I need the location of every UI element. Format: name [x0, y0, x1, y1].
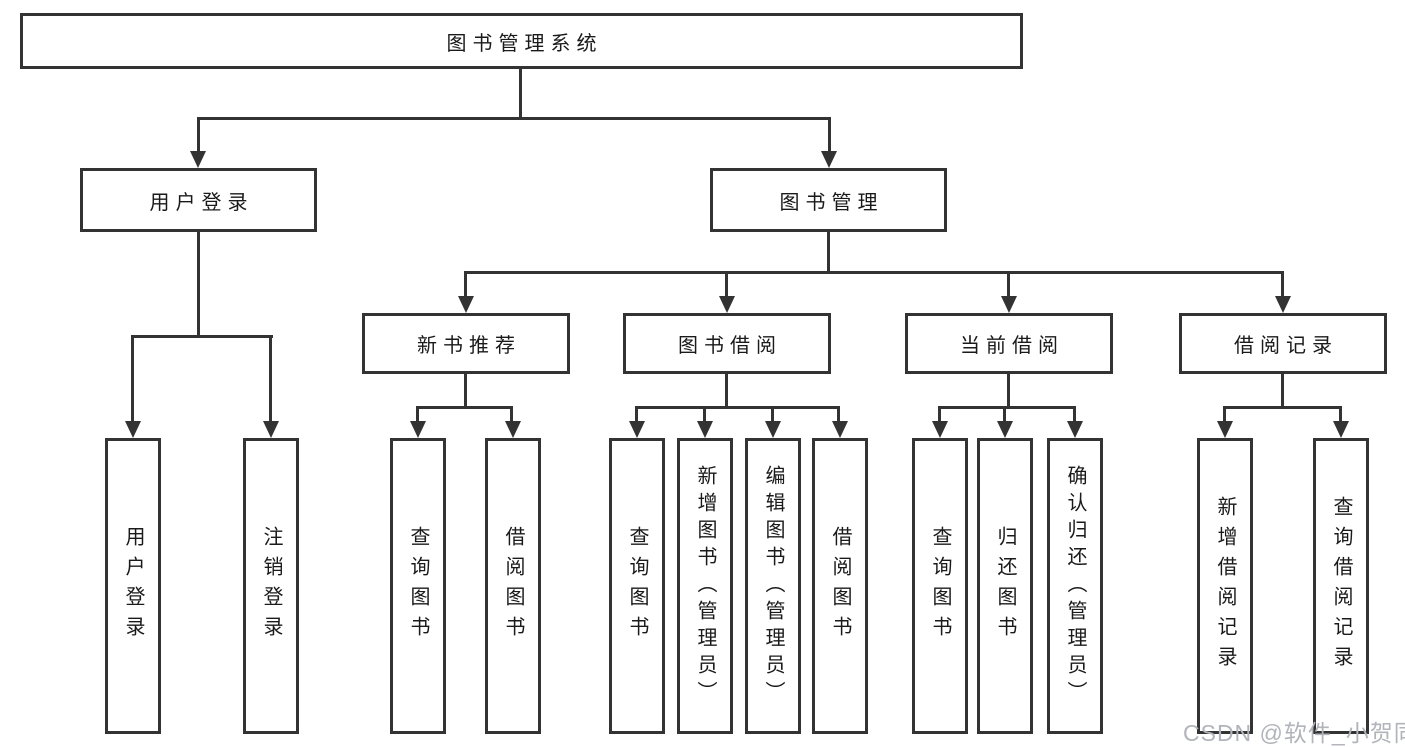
leaf-query-borrow-record-label: 查询借阅记录: [1330, 496, 1352, 676]
arrow-down-icon: [1275, 296, 1291, 313]
connector-line: [1003, 406, 1006, 425]
leaf-add-book-admin-label: 新增图书（管理员）: [694, 464, 716, 708]
arrow-down-icon: [765, 421, 781, 438]
arrow-down-icon: [821, 151, 837, 168]
leaf-query-borrow-record: 查询借阅记录: [1313, 438, 1369, 734]
connector-line: [131, 335, 134, 425]
leaf-confirm-return-admin: 确认归还（管理员）: [1047, 438, 1103, 734]
node-book-borrow: 图书借阅: [623, 313, 831, 374]
csdn-watermark: CSDN @软件_小贺同学: [1183, 720, 1405, 746]
connector-line: [771, 406, 774, 425]
connector-line: [635, 406, 638, 425]
connector-line: [464, 271, 467, 301]
leaf-query-book-borrow-label: 查询图书: [626, 526, 648, 646]
connector-line: [1281, 271, 1284, 301]
connector-line: [519, 66, 522, 120]
arrow-down-icon: [932, 421, 948, 438]
leaf-borrow-book: 借阅图书: [812, 438, 868, 734]
connector-line: [725, 271, 728, 301]
leaf-add-borrow-record-label: 新增借阅记录: [1214, 496, 1236, 676]
arrow-down-icon: [505, 421, 521, 438]
connector-line: [464, 374, 467, 409]
node-current-borrow: 当前借阅: [905, 313, 1113, 374]
connector-line: [131, 335, 273, 338]
node-root: 图书管理系统: [20, 13, 1023, 69]
connector-line: [1339, 406, 1342, 425]
node-root-label: 图书管理系统: [446, 32, 603, 55]
connector-line: [1223, 406, 1226, 425]
arrow-down-icon: [1067, 421, 1083, 438]
leaf-query-book-recommend-label: 查询图书: [407, 526, 429, 646]
connector-line: [703, 406, 706, 425]
node-user-login: 用户登录: [80, 168, 317, 232]
connector-line: [725, 374, 728, 409]
arrow-down-icon: [629, 421, 645, 438]
leaf-query-book-borrow: 查询图书: [609, 438, 665, 734]
leaf-query-book-current: 查询图书: [912, 438, 968, 734]
connector-line: [197, 232, 200, 338]
leaf-query-book-recommend: 查询图书: [390, 438, 446, 734]
node-book-borrow-label: 图书借阅: [678, 335, 782, 357]
node-borrow-records: 借阅记录: [1179, 313, 1387, 374]
leaf-borrow-book-recommend-label: 借阅图书: [502, 526, 524, 646]
connector-line: [197, 117, 831, 120]
node-new-book-recommend-label: 新书推荐: [417, 335, 521, 357]
arrow-down-icon: [1217, 421, 1233, 438]
leaf-edit-book-admin: 编辑图书（管理员）: [745, 438, 801, 734]
leaf-borrow-book-label: 借阅图书: [829, 526, 851, 646]
connector-line: [416, 406, 513, 409]
node-borrow-records-label: 借阅记录: [1234, 335, 1338, 357]
node-new-book-recommend: 新书推荐: [362, 313, 570, 374]
arrow-down-icon: [125, 421, 141, 438]
connector-line: [827, 232, 830, 274]
leaf-user-login-label: 用户登录: [122, 526, 144, 646]
connector-line: [197, 117, 200, 155]
leaf-confirm-return-admin-label: 确认归还（管理员）: [1064, 464, 1086, 708]
connector-line: [1073, 406, 1076, 425]
connector-line: [828, 117, 831, 155]
leaf-edit-book-admin-label: 编辑图书（管理员）: [762, 464, 784, 708]
leaf-add-book-admin: 新增图书（管理员）: [677, 438, 733, 734]
leaf-borrow-book-recommend: 借阅图书: [485, 438, 541, 734]
connector-line: [464, 271, 1284, 274]
leaf-logout-label: 注销登录: [260, 526, 282, 646]
node-book-management: 图书管理: [710, 168, 947, 232]
connector-line: [635, 406, 840, 409]
connector-line: [1223, 406, 1341, 409]
node-current-borrow-label: 当前借阅: [960, 335, 1064, 357]
connector-line: [938, 406, 1076, 409]
arrow-down-icon: [719, 296, 735, 313]
connector-line: [416, 406, 419, 425]
arrow-down-icon: [1001, 296, 1017, 313]
connector-line: [269, 335, 272, 425]
leaf-query-book-current-label: 查询图书: [929, 526, 951, 646]
arrow-down-icon: [997, 421, 1013, 438]
arrow-down-icon: [190, 151, 206, 168]
arrow-down-icon: [458, 296, 474, 313]
leaf-return-book-label: 归还图书: [994, 526, 1016, 646]
arrow-down-icon: [263, 421, 279, 438]
node-book-management-label: 图书管理: [779, 191, 884, 214]
arrow-down-icon: [697, 421, 713, 438]
connector-line: [510, 406, 513, 425]
connector-line: [1007, 271, 1010, 301]
arrow-down-icon: [410, 421, 426, 438]
node-user-login-label: 用户登录: [149, 191, 254, 214]
connector-line: [938, 406, 941, 425]
leaf-user-login: 用户登录: [105, 438, 161, 734]
arrow-down-icon: [832, 421, 848, 438]
connector-line: [1281, 374, 1284, 409]
connector-line: [1007, 374, 1010, 409]
arrow-down-icon: [1333, 421, 1349, 438]
connector-line: [837, 406, 840, 425]
leaf-return-book: 归还图书: [977, 438, 1033, 734]
leaf-logout: 注销登录: [243, 438, 299, 734]
leaf-add-borrow-record: 新增借阅记录: [1197, 438, 1253, 734]
